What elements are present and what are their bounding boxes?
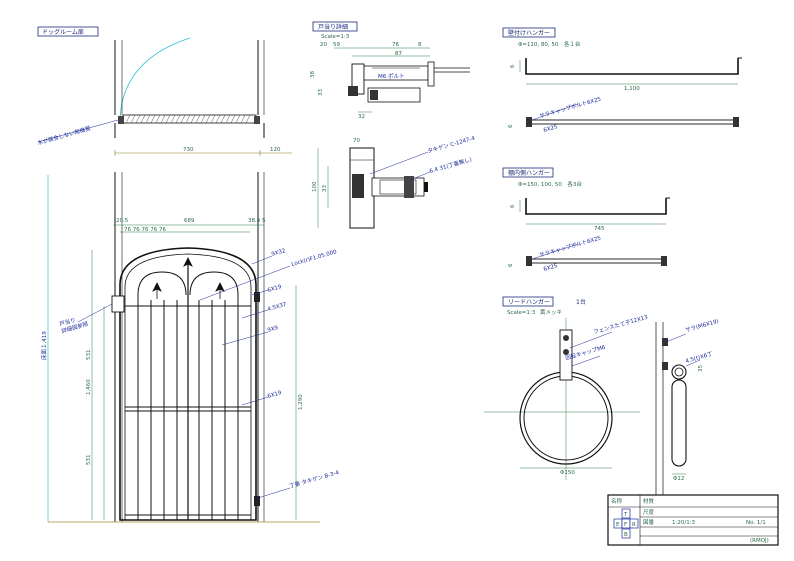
svg-text:9X32: 9X32 [271,248,286,258]
svg-text:Φ=110, 80, 50 各１台: Φ=110, 80, 50 各１台 [518,40,581,48]
svg-text:Scale=1:3: Scale=1:3 [321,34,350,40]
svg-text:名称: 名称 [611,497,623,505]
door-elevation: 床面１,419 20.5 689 38.4 5 76 76 76 76 76 [40,172,340,523]
svg-text:6: 6 [510,204,516,208]
svg-text:木が腐食しない無機質: 木が腐食しない無機質 [36,124,92,147]
title-block: T E F R B 名称 材質 尺度 図番 1:20/1:3 No. 1/1 (… [607,494,779,546]
svg-text:サラキャップボルト6X25: サラキャップボルト6X25 [538,95,602,120]
svg-text:100: 100 [312,181,318,192]
svg-text:6: 6 [510,64,516,68]
svg-text:33: 33 [318,89,324,96]
svg-text:R: R [632,522,636,528]
svg-text:B: B [624,532,628,538]
svg-text:35: 35 [698,365,704,372]
svg-text:サラ(M6X19): サラ(M6X19) [685,318,720,334]
svg-text:32: 32 [358,114,365,120]
wall-hanger: 壁付けハンガー Φ=110, 80, 50 各１台 6 1,100 サラキャップ… [502,27,742,134]
svg-text:フェンスたて子12X13: フェンスたて子12X13 [593,314,649,336]
svg-text:689: 689 [184,218,195,224]
svg-text:20.5: 20.5 [116,218,129,224]
svg-text:1,100: 1,100 [624,86,640,92]
svg-text:F: F [624,522,627,528]
svg-text:リードハンガー: リードハンガー [508,298,550,306]
svg-text:1,290: 1,290 [298,394,304,410]
svg-text:1:20/1:3: 1:20/1:3 [672,520,696,526]
svg-text:6X19: 6X19 [267,284,283,294]
svg-text:(RMOJ): (RMOJ) [750,538,769,544]
svg-text:730: 730 [183,147,194,153]
svg-text:M6 ボルト: M6 ボルト [378,72,405,80]
svg-text:4.5X37: 4.5X37 [267,302,288,313]
svg-text:材質: 材質 [643,497,655,505]
svg-text:図番: 図番 [643,519,655,526]
svg-text:6: 6 [508,263,514,267]
svg-text:531: 531 [86,350,92,361]
svg-text:E: E [616,522,620,528]
svg-text:38.4 5: 38.4 5 [248,218,266,224]
svg-text:Scale=1:3: Scale=1:3 [507,310,536,316]
svg-text:70: 70 [353,138,360,144]
svg-text:6X25: 6X25 [543,263,559,273]
svg-text:No. 1/1: No. 1/1 [746,520,766,526]
svg-text:9X9: 9X9 [267,325,279,334]
svg-text:1,460: 1,460 [86,379,92,395]
svg-text:サラキャップボルト6X25: サラキャップボルト6X25 [538,234,602,259]
svg-text:38: 38 [310,71,316,78]
lead-hanger: リードハンガー 1台 Scale=1:3 黄メッキ Φ150 Φ12 35 フェ… [484,296,720,500]
svg-text:戸当り詳細: 戸当り詳細 [318,23,348,31]
svg-text:33: 33 [322,185,328,192]
svg-text:531: 531 [86,455,92,466]
svg-text:ドッグルーム扉: ドッグルーム扉 [42,28,84,36]
svg-text:Φ150: Φ150 [560,470,575,476]
svg-text:Φ=150, 100, 50 各3台: Φ=150, 100, 50 各3台 [518,180,582,188]
svg-text:6.4 31(丁番無し): 6.4 31(丁番無し) [428,155,472,175]
svg-text:Lock(r)F1.05.000: Lock(r)F1.05.000 [291,249,338,268]
svg-text:Φ12: Φ12 [673,476,684,482]
svg-text:120: 120 [270,147,281,153]
floor-level-note: 床面１,419 [40,331,48,360]
svg-text:4.5(t)X6丁: 4.5(t)X6丁 [685,350,714,365]
svg-text:8: 8 [418,42,422,48]
plan-view: 木が腐食しない無機質 730 120 [36,37,292,156]
inner-hanger: 棚内側ハンガー Φ=150, 100, 50 各3台 6 745 サラキャップボ… [502,167,670,273]
door-stop-detail: 戸当り詳細 Scale=1:3 20 59 76 8 87 38 33 32 M… [310,21,476,229]
svg-text:1台: 1台 [576,298,586,306]
svg-text:745: 745 [594,226,605,232]
svg-text:尺度: 尺度 [643,508,655,516]
svg-text:6: 6 [508,124,514,128]
svg-text:87: 87 [395,51,402,57]
svg-text:76: 76 [392,42,399,48]
svg-text:壁付けハンガー: 壁付けハンガー [508,29,550,37]
svg-text:棚内側ハンガー: 棚内側ハンガー [508,169,550,177]
svg-text:6X19: 6X19 [267,390,283,400]
svg-text:T: T [623,512,628,518]
svg-text:黄メッキ: 黄メッキ [540,308,562,316]
svg-text:20: 20 [320,42,327,48]
svg-text:76 76 76 76 76: 76 76 76 76 76 [124,227,166,233]
svg-text:6X25: 6X25 [543,124,559,134]
svg-text:タキゲン C-1247-4: タキゲン C-1247-4 [426,134,476,155]
dog-room-title: ドッグルーム扉 [37,26,99,37]
svg-text:59: 59 [333,42,340,48]
